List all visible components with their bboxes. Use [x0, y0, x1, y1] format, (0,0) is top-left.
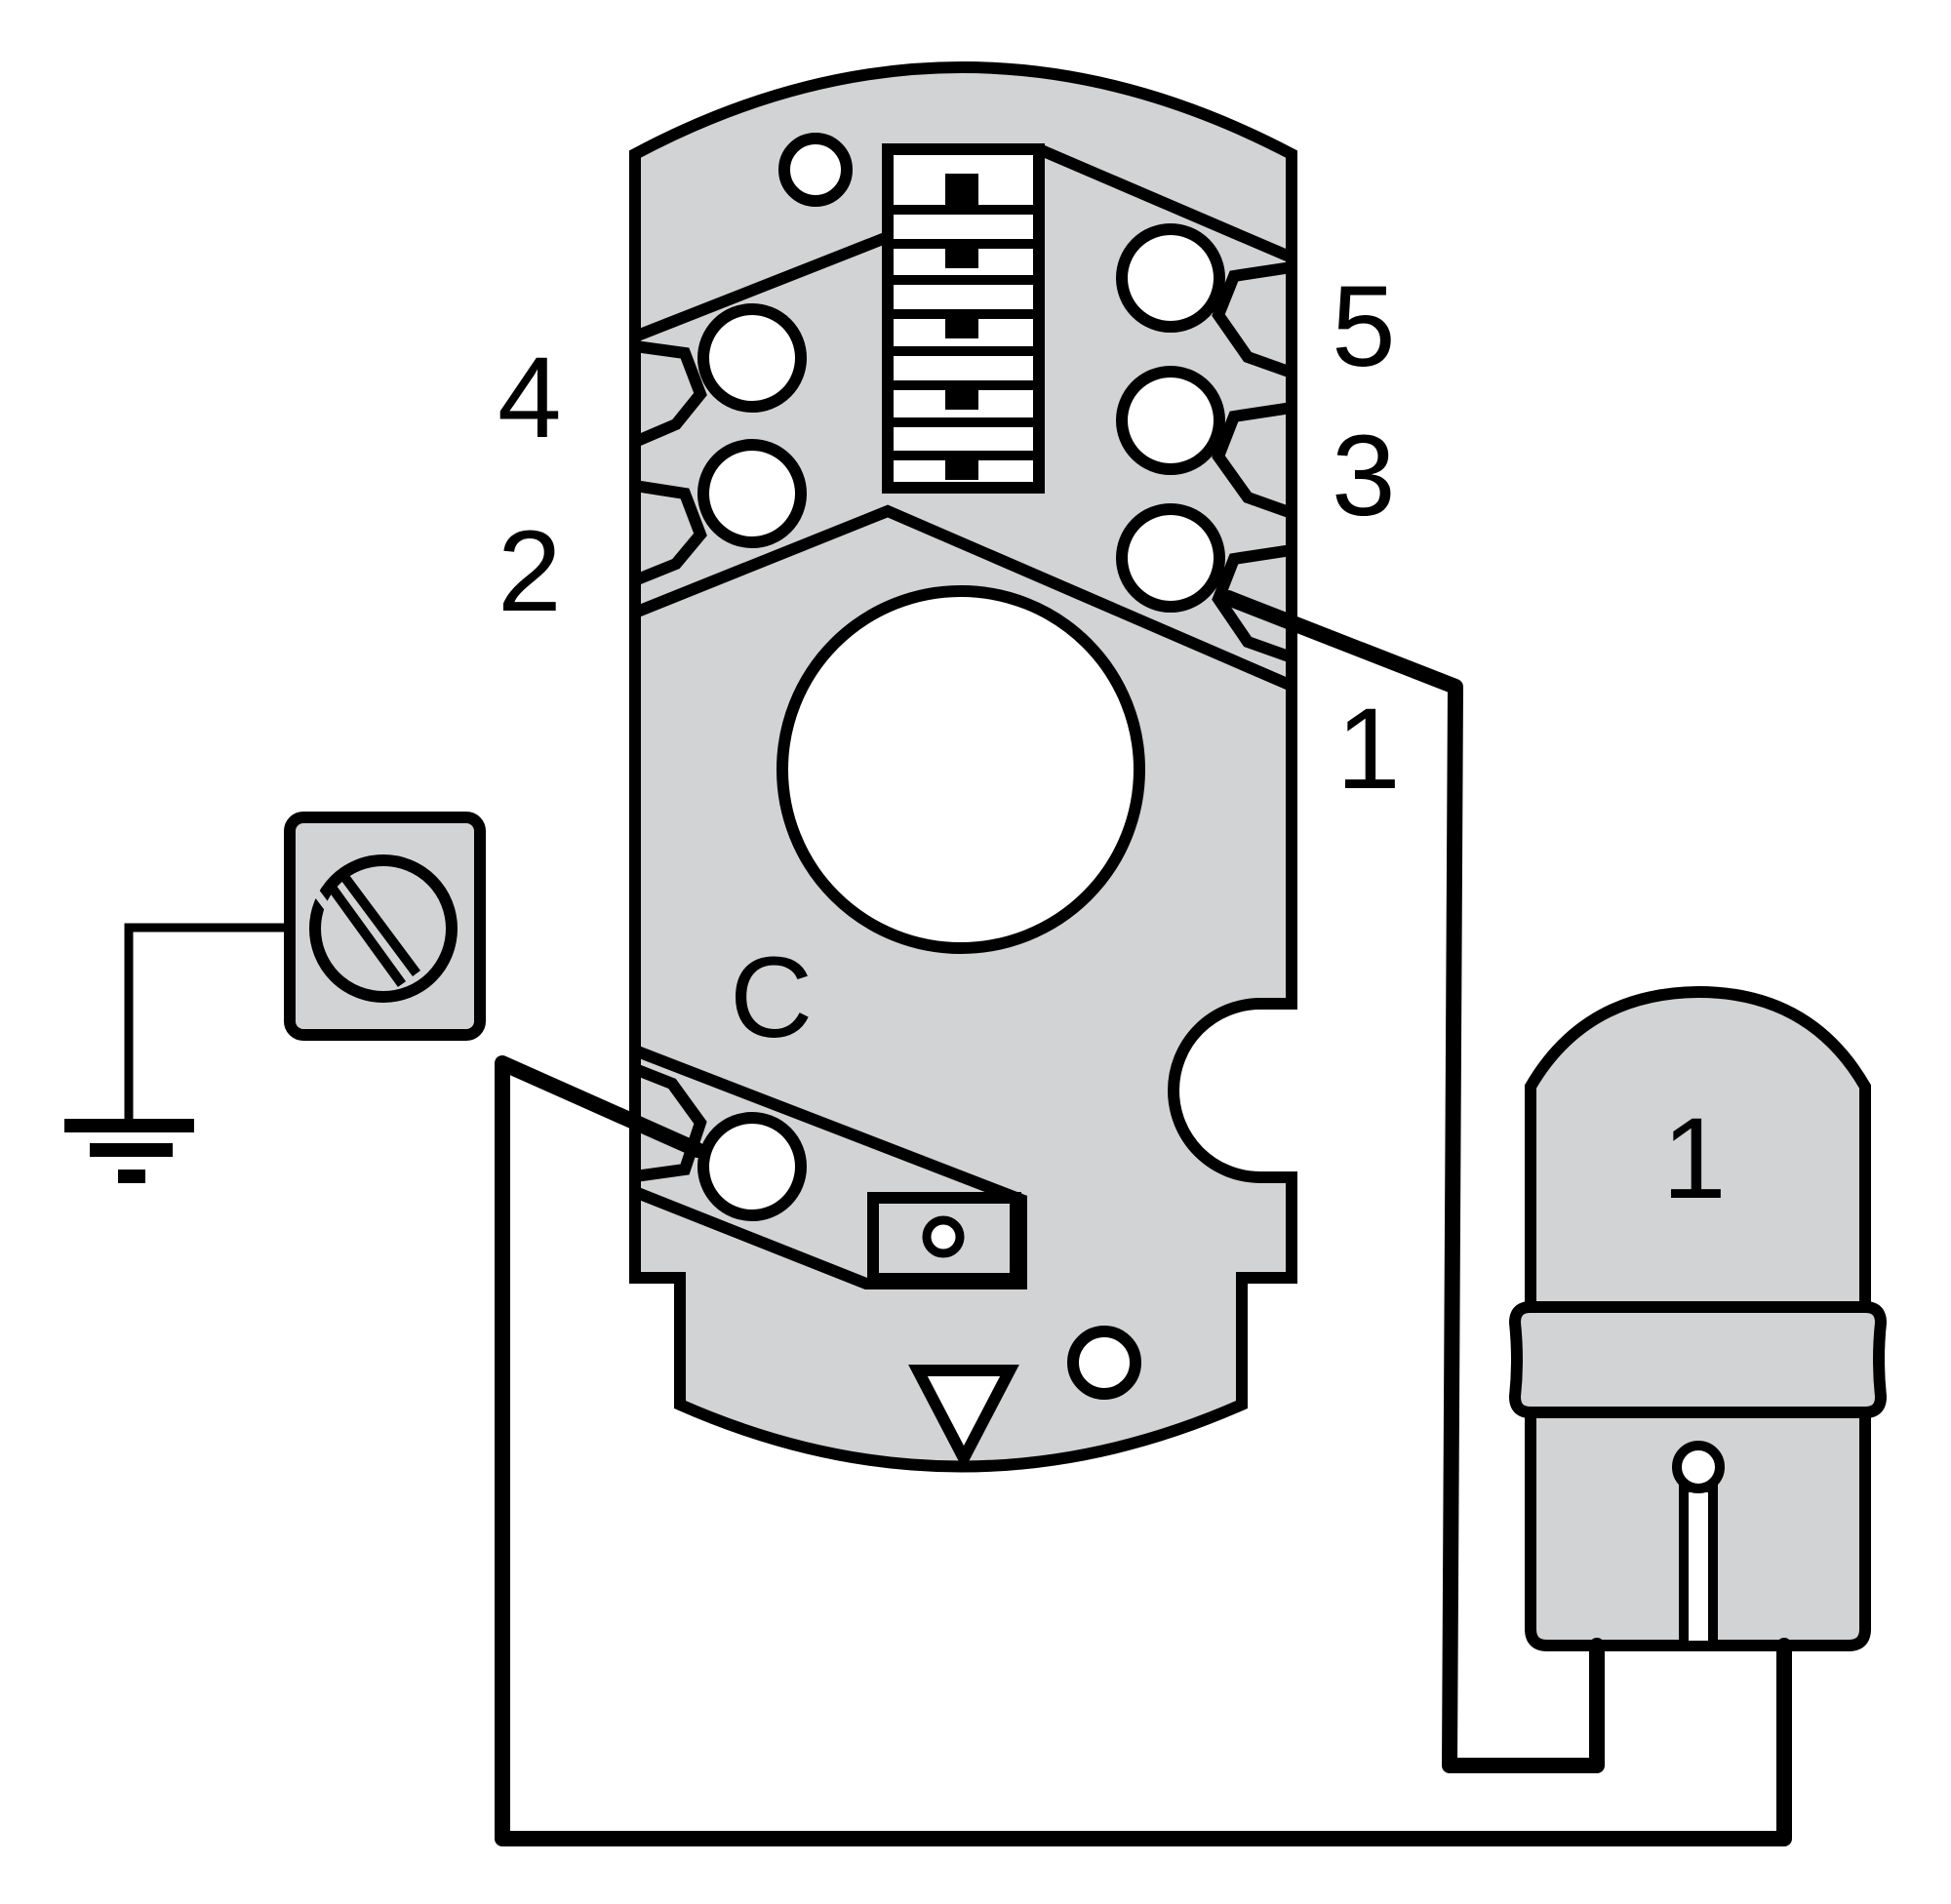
clip-1: [1212, 544, 1294, 663]
upper-contact-outline: [632, 143, 1294, 692]
wire-terminal-c-to-lamp: [495, 1055, 1792, 1846]
wire-terminal-1-to-lamp: [1220, 590, 1605, 1773]
label-terminal-4: 4: [498, 334, 562, 462]
label-terminal-3: 3: [1332, 412, 1396, 540]
triangle-marker: [908, 1365, 1019, 1471]
label-terminal-1: 1: [1336, 685, 1401, 813]
clip-4: [632, 340, 707, 448]
label-terminal-c: C: [730, 933, 813, 1062]
terminal-c-screw: [697, 1112, 807, 1221]
switch-plate: [629, 61, 1297, 1473]
ground-terminal: [284, 812, 486, 1041]
mount-hole-top: [778, 133, 853, 207]
label-lamp: 1: [1662, 1094, 1727, 1223]
terminal-5-screw: [1116, 223, 1225, 333]
lamp-filament-post: [1679, 1483, 1718, 1650]
terminal-3-screw: [1116, 366, 1225, 475]
label-terminal-5: 5: [1332, 262, 1396, 391]
ground-icon: [64, 923, 290, 1183]
terminal-4-screw: [697, 303, 807, 413]
label-terminal-2: 2: [498, 507, 562, 636]
mount-hole-bottom: [1067, 1326, 1141, 1400]
center-hole: [776, 585, 1145, 954]
clip-3: [1212, 402, 1294, 519]
terminal-1-screw: [1116, 503, 1225, 613]
slider-rivet: [922, 1215, 965, 1258]
terminal-2-screw: [697, 439, 807, 548]
lamp: [1508, 985, 1888, 1651]
contact-ladder: [882, 143, 1045, 494]
clip-5: [1212, 261, 1294, 378]
lamp-filament-top: [1672, 1441, 1725, 1493]
clip-2: [632, 480, 707, 586]
clip-c: [632, 1063, 707, 1182]
